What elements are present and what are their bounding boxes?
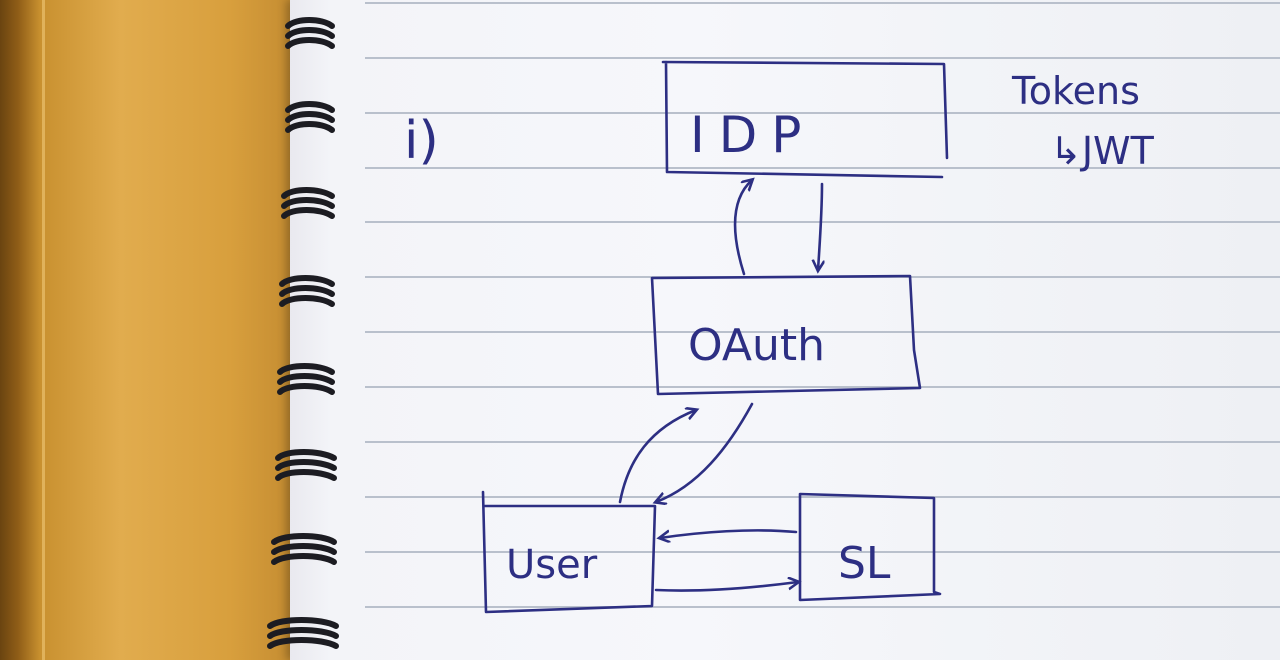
binding-ring [277, 363, 335, 395]
binding-ring [267, 617, 339, 649]
spiral-binding [267, 17, 339, 649]
idp-box [661, 60, 949, 179]
ruled-line [365, 331, 1280, 333]
cover-edge [42, 0, 45, 660]
ruled-line [365, 221, 1280, 223]
arrow-user-to-oauth [618, 410, 696, 504]
ruled-line [365, 112, 1280, 114]
arrow-user-to-sl [654, 582, 798, 592]
binding-ring [281, 187, 335, 219]
arrow-sl-to-user [660, 529, 798, 538]
notebook-page [290, 0, 1280, 660]
binding-ring [275, 449, 337, 481]
ruled-line [365, 167, 1280, 169]
arrow-oauth-to-user [656, 402, 754, 502]
item-number: i) [404, 111, 439, 171]
ruled-line [365, 441, 1280, 443]
oauth-box [650, 274, 922, 396]
arrow-idp-to-oauth [818, 182, 822, 270]
sl-label: SL [838, 538, 891, 589]
binding-ring [285, 17, 335, 49]
user-label: User [506, 542, 598, 588]
ruled-line [365, 551, 1280, 553]
user-box [481, 490, 657, 614]
binding-ring [279, 275, 335, 307]
ruled-line [365, 386, 1280, 388]
ruled-line [365, 606, 1280, 608]
tokens-note: Tokens [1011, 69, 1140, 113]
ruled-line [365, 496, 1280, 498]
arrow-oauth-to-idp [733, 180, 752, 276]
jwt-note: ↳JWT [1050, 129, 1155, 173]
ruled-line [365, 57, 1280, 59]
binding-ring [271, 533, 337, 565]
binding-ring [285, 101, 335, 133]
idp-label: IDP [690, 106, 815, 164]
notebook-cover [0, 0, 300, 660]
ruled-line [365, 2, 1280, 4]
oauth-label: OAuth [688, 320, 825, 371]
